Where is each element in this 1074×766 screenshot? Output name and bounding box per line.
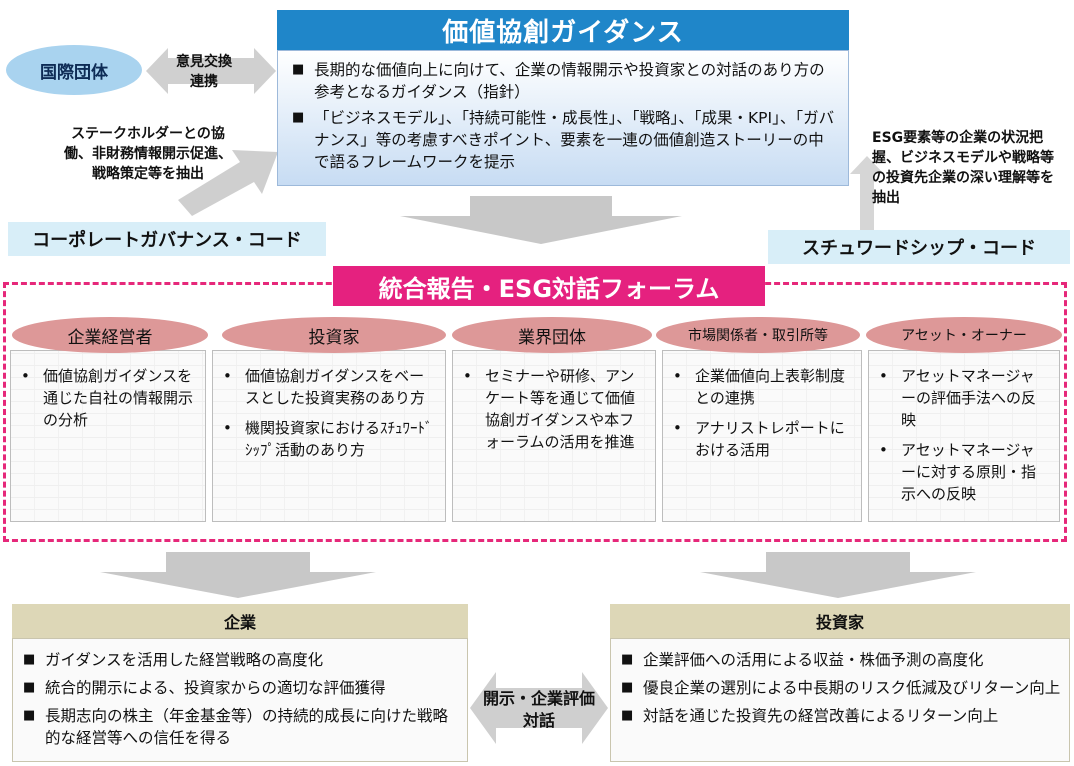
sw-extract-text: ESG要素等の企業の状況把握、ビジネスモデルや戦略等の投資先企業の深い理解等を抽… [872, 130, 1054, 206]
guidance-body: ■ 長期的な価値向上に向けて、企業の情報開示や投資家との対話のあり方の参考となる… [277, 50, 849, 186]
forum-column-head-text: 業界団体 [518, 327, 586, 348]
forum-column-item: • 価値協創ガイダンスを通じた自社の情報開示の分析 [19, 365, 195, 431]
guidance-bullet-text: 「ビジネスモデル」、「持続可能性・成長性」、「戦略」、「成果・KPI」、「ガバナ… [314, 109, 835, 171]
forum-column-head: 企業経営者 [12, 317, 208, 353]
arrow-up-right-icon [178, 150, 278, 216]
forum-column-head-text: 投資家 [308, 327, 360, 348]
arrow-down-right-icon [700, 552, 976, 598]
forum-title: 統合報告・ESG対話フォーラム [333, 266, 765, 306]
forum-column-body: • 価値協創ガイダンスをベースとした投資実務のあり方 • 機関投資家におけるｽﾁｭﾜ… [212, 350, 446, 522]
forum-column-item: • 企業価値向上表彰制度との連携 [671, 365, 851, 409]
forum-column-item-text: 機関投資家におけるｽﾁｭﾜｰﾄﾞｼｯﾌﾟ活動のあり方 [245, 419, 433, 459]
company-item: ■ 長期志向の株主（年金基金等）の持続的成長に向けた戦略的な経営等への信任を得る [23, 705, 459, 749]
arrow-down-center-icon [400, 196, 682, 244]
dot-bullet-icon: • [879, 441, 888, 459]
square-bullet-icon: ■ [621, 708, 634, 723]
square-bullet-icon: ■ [292, 110, 305, 125]
guidance-bullet: ■ 長期的な価値向上に向けて、企業の情報開示や投資家との対話のあり方の参考となる… [292, 59, 836, 103]
guidance-title: 価値協創ガイダンス [277, 10, 849, 50]
dot-bullet-icon: • [463, 367, 472, 385]
square-bullet-icon: ■ [23, 652, 36, 667]
investor-item: ■ 優良企業の選別による中長期のリスク低減及びリターン向上 [621, 677, 1061, 699]
cg-extract-text: ステークホルダーとの協働、非財務情報開示促進、戦略策定等を抽出 [64, 126, 232, 182]
square-bullet-icon: ■ [292, 62, 305, 77]
forum-column-item-text: 価値協創ガイダンスを通じた自社の情報開示の分析 [43, 367, 194, 429]
company-header-text: 企業 [223, 613, 256, 632]
company-item-text: 統合的開示による、投資家からの適切な評価獲得 [45, 679, 386, 697]
dot-bullet-icon: • [879, 367, 888, 385]
international-group-label: 国際団体 [40, 62, 108, 83]
investor-header-text: 投資家 [815, 613, 864, 632]
guidance-bullet: ■ 「ビジネスモデル」、「持続可能性・成長性」、「戦略」、「成果・KPI」、「ガ… [292, 107, 836, 173]
forum-column-item-text: アセットマネージャーの評価手法への反映 [901, 367, 1037, 429]
guidance-bullet-text: 長期的な価値向上に向けて、企業の情報開示や投資家との対話のあり方の参考となるガイ… [314, 61, 825, 101]
forum-column-item-text: アセットマネージャーに対する原則・指示への反映 [901, 441, 1037, 503]
forum-column-item-text: アナリストレポートにおける活用 [695, 419, 845, 459]
forum-column-item: • アセットマネージャーの評価手法への反映 [877, 365, 1049, 431]
dot-bullet-icon: • [223, 419, 232, 437]
forum-column-body: • 価値協創ガイダンスを通じた自社の情報開示の分析 [10, 350, 206, 522]
forum-column-item: • 機関投資家におけるｽﾁｭﾜｰﾄﾞｼｯﾌﾟ活動のあり方 [221, 417, 435, 461]
forum-column-item-text: 価値協創ガイダンスをベースとした投資実務のあり方 [245, 367, 426, 407]
sw-code-label: スチュワードシップ・コード [768, 230, 1070, 264]
arrow-up-left-icon [850, 156, 884, 230]
investor-item: ■ 対話を通じた投資先の経営改善によるリターン向上 [621, 705, 1061, 727]
cg-code-label: コーポレートガバナンス・コード [8, 222, 326, 256]
forum-column-head-text: 市場関係者・取引所等 [688, 328, 828, 344]
dot-bullet-icon: • [21, 367, 30, 385]
exchange-text: 意見交換 連携 [176, 54, 232, 90]
exchange-arrow-icon [146, 48, 276, 94]
dot-bullet-icon: • [673, 367, 682, 385]
forum-column-item: • セミナーや研修、アンケート等を通じて価値協創ガイダンスや本フォーラムの活用を推… [461, 365, 645, 453]
company-item: ■ 統合的開示による、投資家からの適切な評価獲得 [23, 677, 459, 699]
company-header: 企業 [12, 604, 468, 638]
company-body: ■ ガイダンスを活用した経営戦略の高度化 ■ 統合的開示による、投資家からの適切な評… [12, 638, 468, 762]
square-bullet-icon: ■ [621, 680, 634, 695]
forum-column-item-text: 企業価値向上表彰制度との連携 [695, 367, 846, 407]
dot-bullet-icon: • [673, 419, 682, 437]
dot-bullet-icon: • [223, 367, 232, 385]
sw-code-label-text: スチュワードシップ・コード [802, 238, 1036, 259]
forum-column-head: 投資家 [222, 317, 446, 353]
forum-column-item: • アセットマネージャーに対する原則・指示への反映 [877, 439, 1049, 505]
forum-column-item-text: セミナーや研修、アンケート等を通じて価値協創ガイダンスや本フォーラムの活用を推進 [485, 367, 636, 451]
forum-column-item: • アナリストレポートにおける活用 [671, 417, 851, 461]
forum-title-text: 統合報告・ESG対話フォーラム [378, 274, 720, 303]
forum-column-body: • 企業価値向上表彰制度との連携 • アナリストレポートにおける活用 [662, 350, 862, 522]
cg-code-label-text: コーポレートガバナンス・コード [32, 230, 302, 251]
investor-item-text: 企業評価への活用による収益・株価予測の高度化 [643, 651, 984, 669]
dialog-text: 開示・企業評価 対話 [482, 689, 595, 730]
forum-column-head: 業界団体 [452, 317, 652, 353]
forum-column-head: アセット・オーナー [866, 317, 1062, 353]
forum-column-head-text: アセット・オーナー [901, 328, 1027, 344]
square-bullet-icon: ■ [621, 652, 634, 667]
company-item: ■ ガイダンスを活用した経営戦略の高度化 [23, 649, 459, 671]
forum-column-body: • アセットマネージャーの評価手法への反映 • アセットマネージャーに対する原則・指… [868, 350, 1060, 522]
arrow-down-left-icon [100, 552, 376, 598]
dialog-arrow-icon [470, 672, 608, 744]
company-item-text: ガイダンスを活用した経営戦略の高度化 [45, 651, 324, 669]
forum-column-item: • 価値協創ガイダンスをベースとした投資実務のあり方 [221, 365, 435, 409]
investor-item-text: 優良企業の選別による中長期のリスク低減及びリターン向上 [643, 679, 1061, 697]
square-bullet-icon: ■ [23, 708, 36, 723]
guidance-title-text: 価値協創ガイダンス [442, 17, 684, 48]
square-bullet-icon: ■ [23, 680, 36, 695]
forum-column-head-text: 企業経営者 [67, 327, 153, 348]
international-group-ellipse: 国際団体 [6, 45, 142, 95]
investor-body: ■ 企業評価への活用による収益・株価予測の高度化 ■ 優良企業の選別による中長期のリ… [610, 638, 1070, 762]
investor-item-text: 対話を通じた投資先の経営改善によるリターン向上 [643, 707, 999, 725]
forum-column-body: • セミナーや研修、アンケート等を通じて価値協創ガイダンスや本フォーラムの活用を推… [452, 350, 656, 522]
forum-column-head: 市場関係者・取引所等 [656, 317, 860, 353]
investor-item: ■ 企業評価への活用による収益・株価予測の高度化 [621, 649, 1061, 671]
investor-header: 投資家 [610, 604, 1070, 638]
company-item-text: 長期志向の株主（年金基金等）の持続的成長に向けた戦略的な経営等への信任を得る [45, 707, 449, 747]
